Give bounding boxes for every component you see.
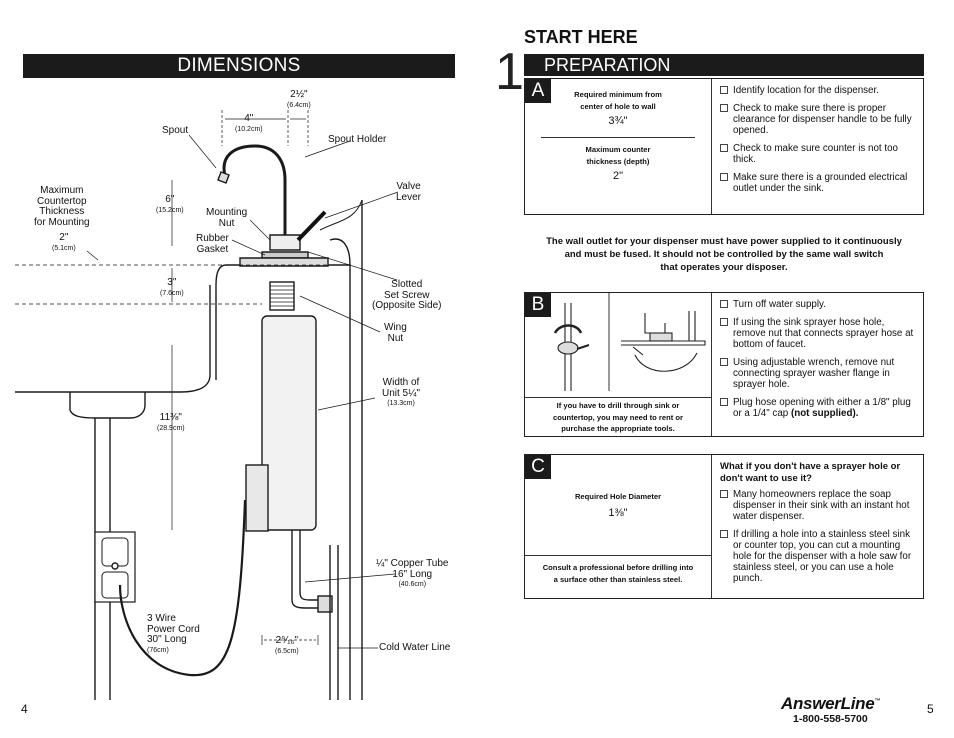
label-copper-tube: ¼" Copper Tube 16" Long(40.6cm): [376, 558, 449, 588]
checklist-item: If using the sink sprayer hose hole, rem…: [720, 317, 917, 350]
checkbox[interactable]: [720, 318, 728, 326]
label-two-half-inch: 2½"(6.4cm): [287, 89, 311, 109]
power-warning: The wall outlet for your dispenser must …: [546, 236, 902, 273]
label-cold-water: Cold Water Line: [379, 642, 451, 653]
section-a: A Required minimum from center of hole t…: [524, 78, 924, 215]
section-b-letter: B: [525, 293, 551, 317]
section-a-letter: A: [525, 79, 551, 103]
label-spout-holder: Spout Holder: [328, 134, 387, 145]
drill-tools-note: If you have to drill through sink or cou…: [525, 397, 711, 435]
logo-text: AnswerLine™: [781, 694, 881, 713]
sprayer-removal-illustration: [553, 293, 706, 391]
start-here-heading: START HERE: [524, 27, 638, 47]
section-b: B If you have to drill through sink or c…: [524, 292, 924, 437]
sprayer-question: What if you don't have a sprayer hole or…: [720, 461, 901, 484]
checklist-item: Check to make sure counter is not too th…: [720, 143, 917, 165]
max-counter-value: 2": [612, 170, 624, 182]
req-hole-value: 1⅜": [608, 507, 628, 519]
max-counter-label: Maximum counter thickness (depth): [585, 145, 651, 166]
checklist-item: Check to make sure there is proper clear…: [720, 103, 917, 136]
req-min-value: 3¾": [608, 115, 628, 127]
section-c: C Required Hole Diameter 1⅜" Consult a p…: [524, 454, 924, 599]
label-slotted-screw: Slotted Set Screw (Opposite Side): [372, 279, 442, 311]
section-b-checklist: Turn off water supply. If using the sink…: [712, 293, 923, 436]
dimensions-diagram: Spout Spout Holder Valve Lever Maximum C…: [0, 80, 470, 700]
checklist-item: Plug hose opening with either a 1/8" plu…: [720, 397, 917, 419]
step-number: 1: [495, 43, 524, 101]
phone-number: 1-800-558-5700: [793, 713, 868, 725]
label-two-9-16: 2⁹⁄₁₆"(6.5cm): [275, 635, 299, 655]
label-valve-lever: Valve Lever: [396, 181, 422, 203]
checkbox[interactable]: [720, 86, 728, 94]
section-a-divider: [541, 137, 695, 138]
section-a-left: A Required minimum from center of hole t…: [525, 79, 712, 214]
label-six-inch: 6"(15.2cm): [156, 194, 184, 214]
checkbox[interactable]: [720, 173, 728, 181]
section-a-checklist: Identify location for the dispenser. Che…: [712, 79, 923, 214]
label-power-cord: 3 Wire Power Cord 30" Long(76cm): [147, 613, 200, 654]
label-eleven-inch: 11⅜"(28.9cm): [157, 412, 185, 432]
checkbox[interactable]: [720, 144, 728, 152]
label-width-unit: Width of Unit 5¼"(13.3cm): [382, 377, 421, 407]
checkbox[interactable]: [720, 104, 728, 112]
label-max-countertop: Maximum Countertop Thickness for Mountin…: [34, 185, 90, 228]
label-four-inch: 4"(10.2cm): [235, 113, 263, 133]
dispenser-diagram-svg: [15, 110, 399, 700]
checklist-item: Turn off water supply.: [720, 299, 917, 310]
checklist-item: Make sure there is a grounded electrical…: [720, 172, 917, 194]
consult-note: Consult a professional before drilling i…: [525, 555, 711, 585]
section-b-left: B If you have to drill through sink or c…: [525, 293, 712, 436]
page-number-left: 4: [21, 702, 28, 716]
label-wing-nut: Wing Nut: [384, 322, 407, 344]
req-hole-label: Required Hole Diameter: [574, 492, 662, 501]
checklist-item: Using adjustable wrench, remove nut conn…: [720, 357, 917, 390]
answerline-logo: AnswerLine™ 1-800-558-5700: [781, 694, 880, 725]
section-c-checklist: What if you don't have a sprayer hole or…: [712, 455, 923, 598]
label-spout: Spout: [162, 125, 189, 136]
page-number-right: 5: [927, 702, 934, 716]
label-rubber-gasket: Rubber Gasket: [196, 233, 229, 255]
section-c-left: C Required Hole Diameter 1⅜" Consult a p…: [525, 455, 712, 598]
checkbox[interactable]: [720, 358, 728, 366]
checklist-item: Many homeowners replace the soap dispens…: [720, 489, 917, 522]
label-two-inch: 2"(5.1cm): [52, 232, 76, 252]
section-c-letter: C: [525, 455, 551, 479]
checkbox[interactable]: [720, 398, 728, 406]
req-min-label: Required minimum from center of hole to …: [574, 90, 662, 111]
label-three-inch: 3"(7.6cm): [160, 277, 184, 297]
dimensions-header: DIMENSIONS: [23, 54, 455, 78]
preparation-header: PREPARATION: [524, 54, 924, 76]
checkbox[interactable]: [720, 300, 728, 308]
checkbox[interactable]: [720, 530, 728, 538]
checkbox[interactable]: [720, 490, 728, 498]
checklist-item: If drilling a hole into a stainless stee…: [720, 529, 917, 584]
checklist-item: Identify location for the dispenser.: [720, 85, 917, 96]
label-mounting-nut: Mounting Nut: [206, 207, 248, 229]
